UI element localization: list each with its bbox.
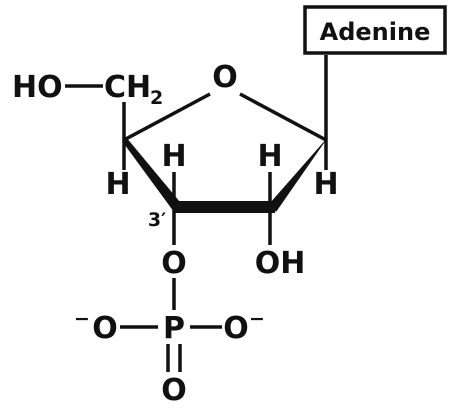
oh-c2-label: OH bbox=[255, 246, 306, 281]
h-c2-label: H bbox=[257, 139, 282, 174]
o-double-label: O bbox=[161, 373, 187, 408]
o-right-label: O bbox=[223, 311, 249, 346]
h-c1-label: H bbox=[313, 167, 338, 202]
bold-bond-c3-c2 bbox=[174, 201, 275, 213]
adenine-label: Adenine bbox=[320, 18, 431, 46]
minus-left-label: − bbox=[74, 308, 90, 330]
o-c3-label: O bbox=[161, 246, 187, 281]
ring-oxygen-label: O bbox=[212, 60, 238, 95]
minus-right-label: − bbox=[249, 308, 265, 330]
phosphorus-label: P bbox=[163, 311, 185, 346]
ch2-subscript: 2 bbox=[150, 87, 163, 109]
three-prime-label: 3′ bbox=[148, 209, 166, 231]
ho-label: HO bbox=[12, 70, 63, 105]
bond-c4-ring-o bbox=[123, 92, 211, 142]
bond-ring-o-c1 bbox=[239, 92, 327, 142]
ch2-label: CH bbox=[104, 70, 151, 105]
h-c3-label: H bbox=[161, 139, 186, 174]
wedge-c4-c3 bbox=[122, 137, 180, 212]
h-c4-label: H bbox=[105, 167, 130, 202]
adenine-box bbox=[303, 5, 447, 55]
o-left-label: O bbox=[92, 311, 118, 346]
wedge-c2-c1 bbox=[270, 137, 328, 212]
